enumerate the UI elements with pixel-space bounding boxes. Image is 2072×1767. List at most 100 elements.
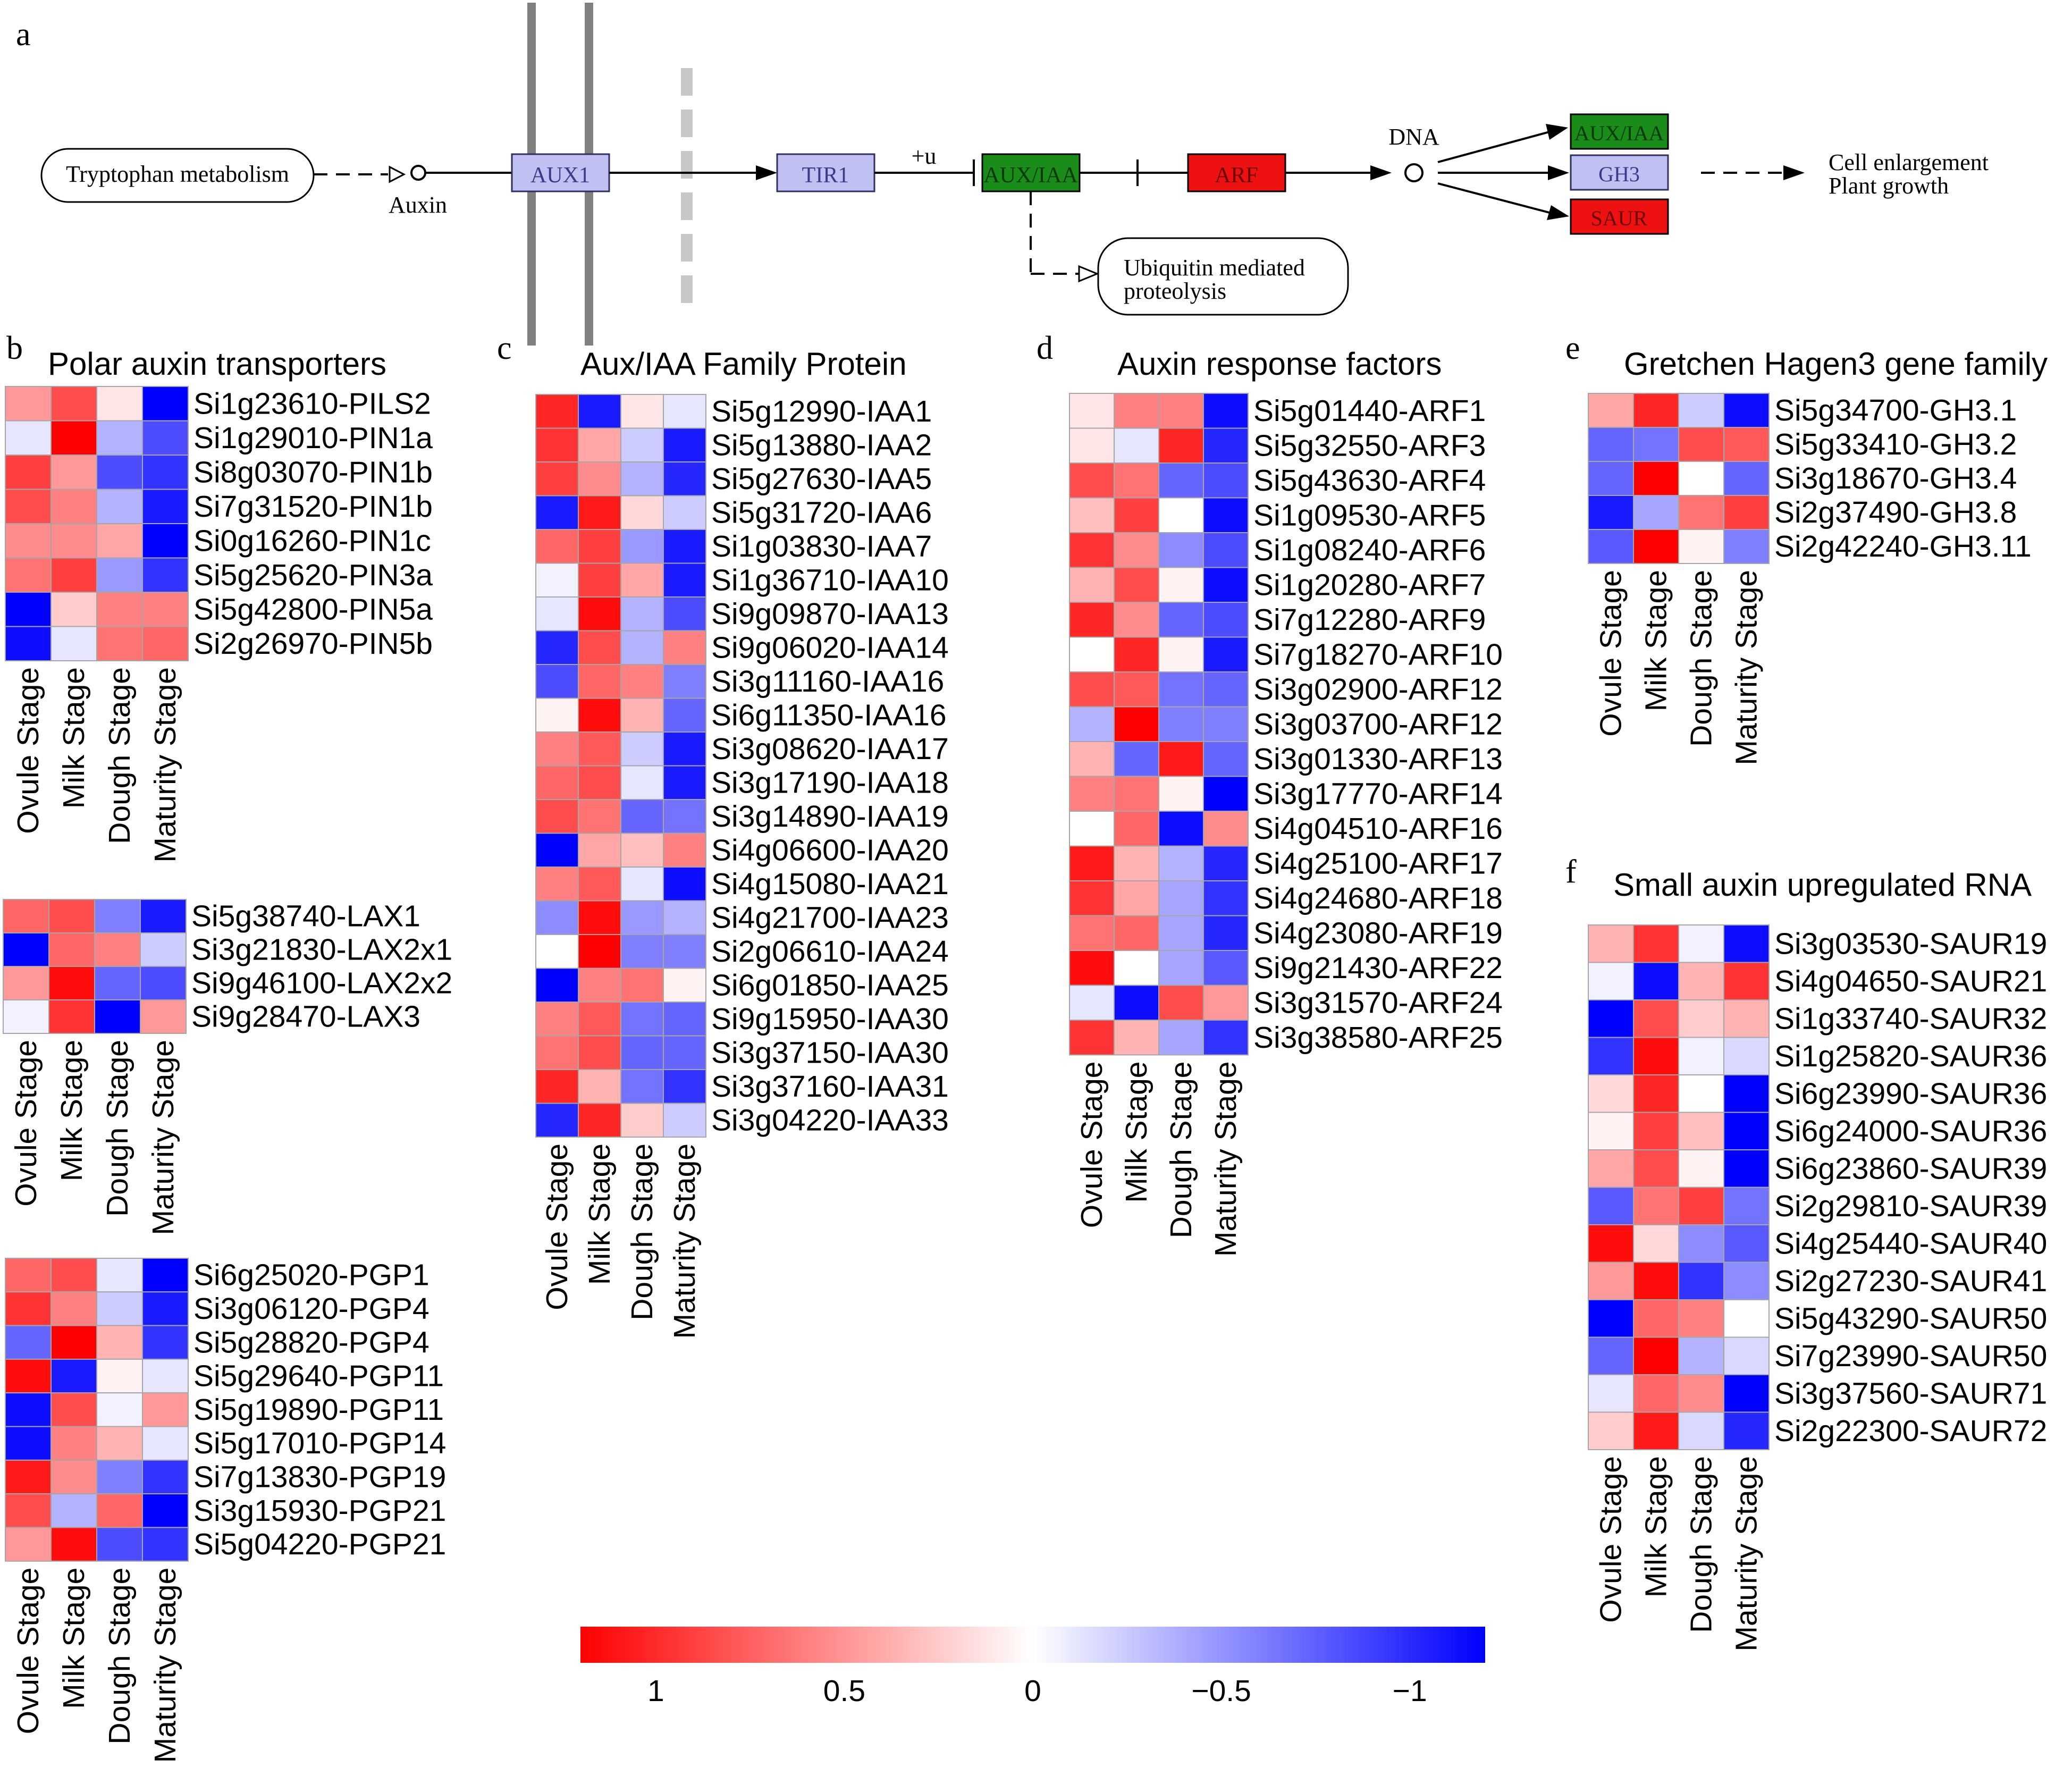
heatmap-cell xyxy=(1723,1411,1770,1450)
heatmap-cell xyxy=(1069,915,1115,951)
heatmap-cell xyxy=(142,1527,189,1562)
column-label: Ovule Stage xyxy=(1075,1062,1109,1229)
heatmap-cell xyxy=(578,1103,621,1138)
row-label: Si3g14890-IAA19 xyxy=(711,800,949,834)
heatmap-cell xyxy=(663,630,706,665)
row-label: Si5g31720-IAA6 xyxy=(711,495,932,529)
heatmap-cell xyxy=(1158,497,1204,533)
heatmap-b3: Si6g25020-PGP1Si3g06120-PGP4Si5g28820-PG… xyxy=(5,1258,446,1763)
panel-f-title: Small auxin upregulated RNA xyxy=(1613,867,2032,903)
column-label: Maturity Stage xyxy=(668,1143,702,1339)
heatmap-cell xyxy=(1588,1261,1634,1300)
heatmap-cell xyxy=(535,1103,579,1138)
heatmap-cell xyxy=(1114,427,1159,464)
heatmap-cell xyxy=(1633,1187,1679,1225)
heatmap-cell xyxy=(48,966,95,1000)
heatmap-cell xyxy=(1678,1112,1724,1150)
row-label: Si3g02900-ARF12 xyxy=(1253,672,1503,706)
heatmap-cell xyxy=(578,934,621,969)
heatmap-cell xyxy=(1588,1187,1634,1225)
column-label: Maturity Stage xyxy=(148,667,182,863)
heatmap-cell xyxy=(1069,393,1115,429)
heatmap-cell xyxy=(5,1392,52,1427)
heatmap-cell xyxy=(535,866,579,902)
row-label: Si4g25100-ARF17 xyxy=(1253,846,1503,880)
heatmap-cell xyxy=(142,420,189,456)
heatmap-cell xyxy=(535,394,579,429)
heatmap-cell xyxy=(1114,915,1159,951)
heatmap-cell xyxy=(3,966,49,1000)
heatmap-cell xyxy=(96,523,143,559)
heatmap-cell xyxy=(578,495,621,530)
heatmap-cell xyxy=(1203,880,1249,916)
row-label: Si6g01850-IAA25 xyxy=(711,968,949,1002)
heatmap-cell xyxy=(142,592,189,627)
heatmap-cell xyxy=(1114,880,1159,916)
heatmap-cell xyxy=(1723,1374,1770,1413)
heatmap-b1: Si1g23610-PILS2Si1g29010-PIN1aSi8g03070-… xyxy=(5,386,433,863)
heatmap-cell xyxy=(1633,1299,1679,1338)
heatmap-cell xyxy=(1588,1411,1634,1450)
heatmap-cell xyxy=(1588,1224,1634,1263)
heatmap-cell xyxy=(1203,567,1249,603)
row-label: Si4g25440-SAUR40 xyxy=(1774,1226,2047,1260)
heatmap-cell xyxy=(1723,1187,1770,1225)
heatmap-cell xyxy=(1588,1037,1634,1075)
heatmap-cell xyxy=(1678,461,1724,496)
heatmap-cell xyxy=(1158,1020,1204,1056)
auxin-label: Auxin xyxy=(389,192,447,218)
heatmap-cell xyxy=(663,461,706,497)
out-gh3-arrowhead xyxy=(1548,165,1569,180)
heatmap-cell xyxy=(1723,1037,1770,1075)
heatmap-cell xyxy=(1158,950,1204,986)
heatmap-cell xyxy=(578,427,621,462)
heatmap-cell xyxy=(142,455,189,490)
heatmap-cell xyxy=(1114,1020,1159,1056)
column-label: Maturity Stage xyxy=(1209,1062,1243,1257)
heatmap-cell xyxy=(5,1291,52,1326)
heatmap-cell xyxy=(50,626,97,661)
heatmap-cell xyxy=(1069,706,1115,742)
column-label: Milk Stage xyxy=(55,1040,89,1181)
heatmap-cell xyxy=(96,1392,143,1427)
column-label: Ovule Stage xyxy=(11,1568,45,1735)
heatmap-cell xyxy=(1633,529,1679,564)
heatmap-cell xyxy=(663,731,706,767)
heatmap-cell xyxy=(578,1035,621,1070)
heatmap-cell xyxy=(1633,1224,1679,1263)
column-label: Maturity Stage xyxy=(1730,570,1764,765)
heatmap-cell xyxy=(94,966,141,1000)
heatmap-cell xyxy=(620,967,664,1003)
heatmap-cell xyxy=(5,489,52,524)
heatmap-cell xyxy=(96,455,143,490)
heatmap-cell xyxy=(535,832,579,868)
heatmap-cell xyxy=(5,1258,52,1293)
svg-text:Tryptophan metabolism: Tryptophan metabolism xyxy=(66,161,289,187)
row-label: Si4g21700-IAA23 xyxy=(711,901,949,935)
heatmap-cell xyxy=(1678,1261,1724,1300)
row-label: Si0g16260-PIN1c xyxy=(193,524,431,558)
heatmap-cell xyxy=(535,630,579,665)
heatmap-cell xyxy=(1723,999,1770,1038)
heatmap-cell xyxy=(1114,741,1159,777)
panel-d-title: Auxin response factors xyxy=(1117,346,1442,382)
row-label: Si5g25620-PIN3a xyxy=(193,558,433,592)
heatmap-cell xyxy=(48,999,95,1034)
row-label: Si6g24000-SAUR36 xyxy=(1774,1114,2047,1148)
heatmap-cell xyxy=(620,934,664,969)
row-label: Si5g33410-GH3.2 xyxy=(1774,427,2017,461)
row-label: Si3g01330-ARF13 xyxy=(1253,742,1503,776)
outcome-arrowhead xyxy=(1783,165,1805,180)
heatmap-cell xyxy=(620,427,664,462)
heatmap-cell xyxy=(1158,706,1204,742)
auxin-compound xyxy=(410,165,426,181)
heatmap-cell xyxy=(96,1426,143,1461)
heatmap-cell xyxy=(1588,1149,1634,1188)
heatmap-cell xyxy=(1203,915,1249,951)
heatmap-cell xyxy=(50,1358,97,1394)
heatmap-cell xyxy=(620,731,664,767)
heatmap-cell xyxy=(1069,880,1115,916)
color-scale-tick: −0.5 xyxy=(1191,1674,1251,1708)
color-scale-tick: 0.5 xyxy=(823,1674,865,1708)
